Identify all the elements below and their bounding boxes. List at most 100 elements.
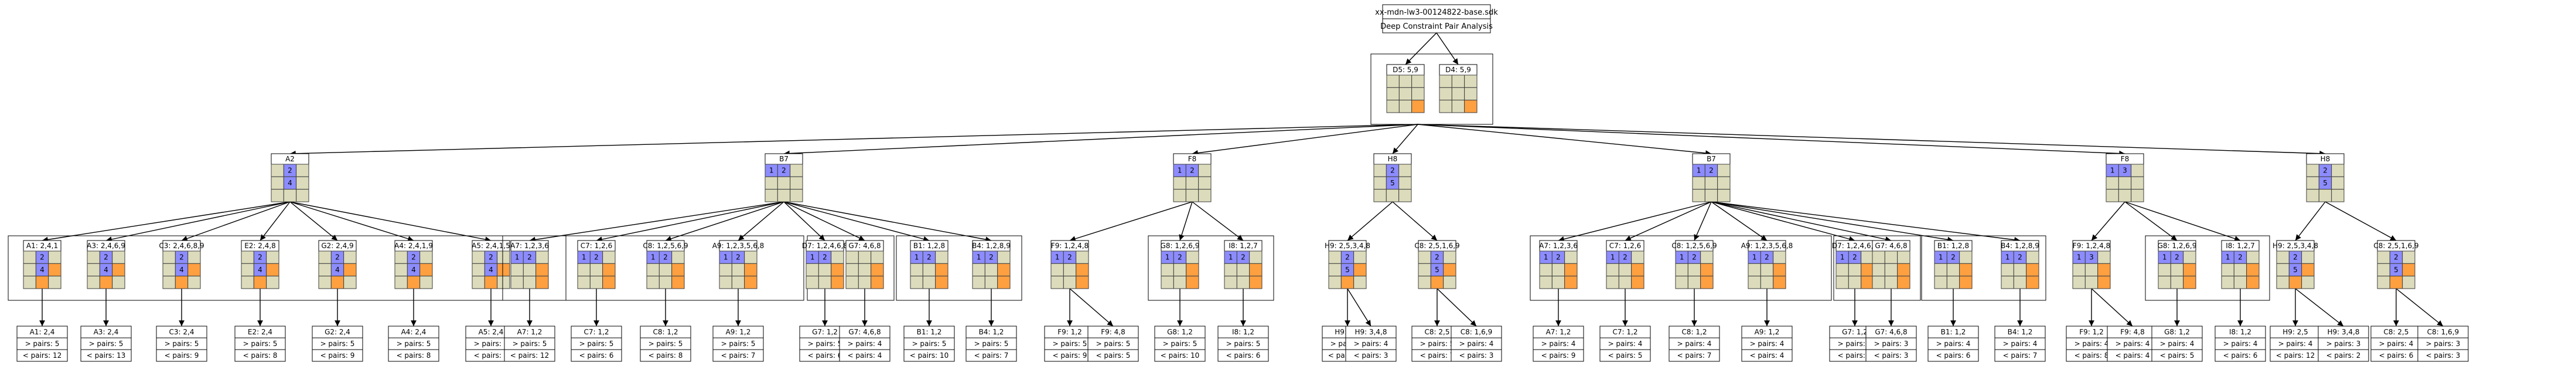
- grid-cell: [283, 189, 297, 202]
- cell-number: 2: [1709, 167, 1714, 175]
- leaf-low: < pairs: 5: [1608, 351, 1643, 360]
- leaf-node: A9: 1,2> pairs: 4< pairs: 4: [1741, 326, 1793, 362]
- leaf-node: G7: 4,6,8> pairs: 3< pairs: 3: [1865, 326, 1917, 362]
- edge: [1192, 124, 1418, 156]
- grid-cell: [1050, 276, 1064, 289]
- node-label: C8: 2,5,1,6,9: [2373, 242, 2418, 250]
- header-subtitle: Deep Constraint Pair Analysis: [1380, 22, 1493, 31]
- node-label: G8: 1,2,6,9: [1161, 242, 1200, 250]
- grid-cell: [510, 276, 524, 289]
- leaf-low: < pairs: 3: [1354, 351, 1388, 360]
- grid-cell: [296, 189, 309, 202]
- grid-cell: [671, 276, 685, 289]
- leaf-pairs: > pairs: 3: [2426, 340, 2461, 348]
- leaf-node: F9: 4,8> pairs: 4< pairs: 4: [2107, 326, 2158, 362]
- cell-number: 2: [1556, 253, 1561, 262]
- leaf-pairs: > pairs: 5: [1163, 340, 1197, 348]
- grid-cell: [2183, 263, 2196, 277]
- grid-cell: [1861, 276, 1874, 289]
- leaf-node: G8: 1,2> pairs: 4< pairs: 5: [2151, 326, 2203, 362]
- grid-cell: [2026, 263, 2039, 277]
- grid-cell: [602, 276, 616, 289]
- grid-cell: [910, 276, 923, 289]
- grid-cell: [1872, 263, 1885, 277]
- grid-cell: [935, 276, 948, 289]
- edge: [1711, 201, 2021, 243]
- grid-cell: [296, 164, 309, 177]
- grid-cell: [1439, 87, 1452, 101]
- grid-cell: [2301, 250, 2315, 264]
- leaf-pairs: > pairs: 4: [1354, 340, 1388, 348]
- node-label: F9: 1,2,4,8: [2073, 242, 2110, 250]
- node-label: A7: 1,2,3,6: [1539, 242, 1578, 250]
- leaf-title: C8: 1,6,9: [2427, 328, 2459, 336]
- node-label: E2: 2,4,8: [244, 242, 276, 250]
- grid-cell: [777, 189, 791, 202]
- edge: [596, 201, 784, 242]
- leaf-title: H9: 2,5: [2282, 328, 2308, 336]
- grid-cell: [2233, 276, 2247, 289]
- grid-cell: [1675, 276, 1688, 289]
- grid-cell: [858, 250, 872, 264]
- leaf-pairs: > pairs: 5: [513, 340, 547, 348]
- grid-cell: [1224, 263, 1237, 277]
- grid-cell: [1373, 176, 1387, 190]
- grid-cell: [818, 276, 832, 289]
- cell-number: 1: [2005, 253, 2010, 262]
- edge: [260, 201, 291, 241]
- leaf-row: [640, 349, 691, 362]
- grid-cell: [1373, 164, 1387, 177]
- grid-cell: [99, 276, 113, 289]
- grid-cell: [831, 263, 844, 277]
- child-node: A1: 2,4,124: [23, 240, 62, 289]
- grid-cell: [1050, 263, 1064, 277]
- leaf-node: G7: 1,2> pairs: 5< pairs: 6: [799, 326, 851, 362]
- grid-cell: [2026, 250, 2039, 264]
- child-node: G2: 2,4,924: [318, 240, 357, 289]
- cell-number: 1: [2110, 167, 2115, 175]
- child-node: C3: 2,4,6,8,924: [159, 240, 204, 289]
- cell-number: 2: [1692, 253, 1697, 262]
- grid-cell: [731, 276, 745, 289]
- grid-cell: [1411, 100, 1425, 113]
- grid-cell: [858, 276, 872, 289]
- grid-cell: [1063, 263, 1077, 277]
- grid-cell: [972, 276, 985, 289]
- node-label: G8: 1,2,6,9: [2158, 242, 2197, 250]
- grid-cell: [1076, 276, 1089, 289]
- grid-cell: [112, 263, 125, 277]
- grid-cell: [871, 276, 884, 289]
- leaf-pairs: > pairs: 4: [2223, 340, 2258, 348]
- edges: [39, 32, 2444, 327]
- grid-cell: [1631, 263, 1644, 277]
- grid-cell: [1439, 74, 1452, 88]
- grid-cell: [1236, 276, 1250, 289]
- grid-cell: [1186, 250, 1199, 264]
- leaf-pairs: > pairs: 5: [243, 340, 278, 348]
- node-label: D7: 1,2,4,6,8: [1832, 242, 1878, 250]
- leaf-low: < pairs: 3: [1874, 351, 1909, 360]
- leaf-row: [1994, 349, 2046, 362]
- node-label: B7: [779, 155, 789, 163]
- grid-cell: [806, 263, 819, 277]
- node-label: A7: 1,2,3,6: [510, 242, 549, 250]
- node-label: I8: 1,2,7: [1229, 242, 1258, 250]
- grid-cell: [1430, 276, 1444, 289]
- grid-cell: [2288, 276, 2302, 289]
- grid-cell: [602, 263, 616, 277]
- leaf-low: < pairs: 4: [848, 351, 882, 360]
- node-label: B4: 1,2,8,9: [2001, 242, 2039, 250]
- grid-cell: [1551, 276, 1565, 289]
- leaf-title: C7: 1,2: [584, 328, 609, 336]
- leaf-title: G7: 4,6,8: [1875, 328, 1907, 336]
- cell-number: 2: [2323, 167, 2328, 175]
- grid-cell: [472, 276, 485, 289]
- grid-cell: [744, 263, 758, 277]
- edge: [783, 201, 865, 241]
- leaf-pairs: > pairs: 5: [89, 340, 124, 348]
- grid-cell: [1161, 276, 1174, 289]
- grid-cell: [1773, 250, 1786, 264]
